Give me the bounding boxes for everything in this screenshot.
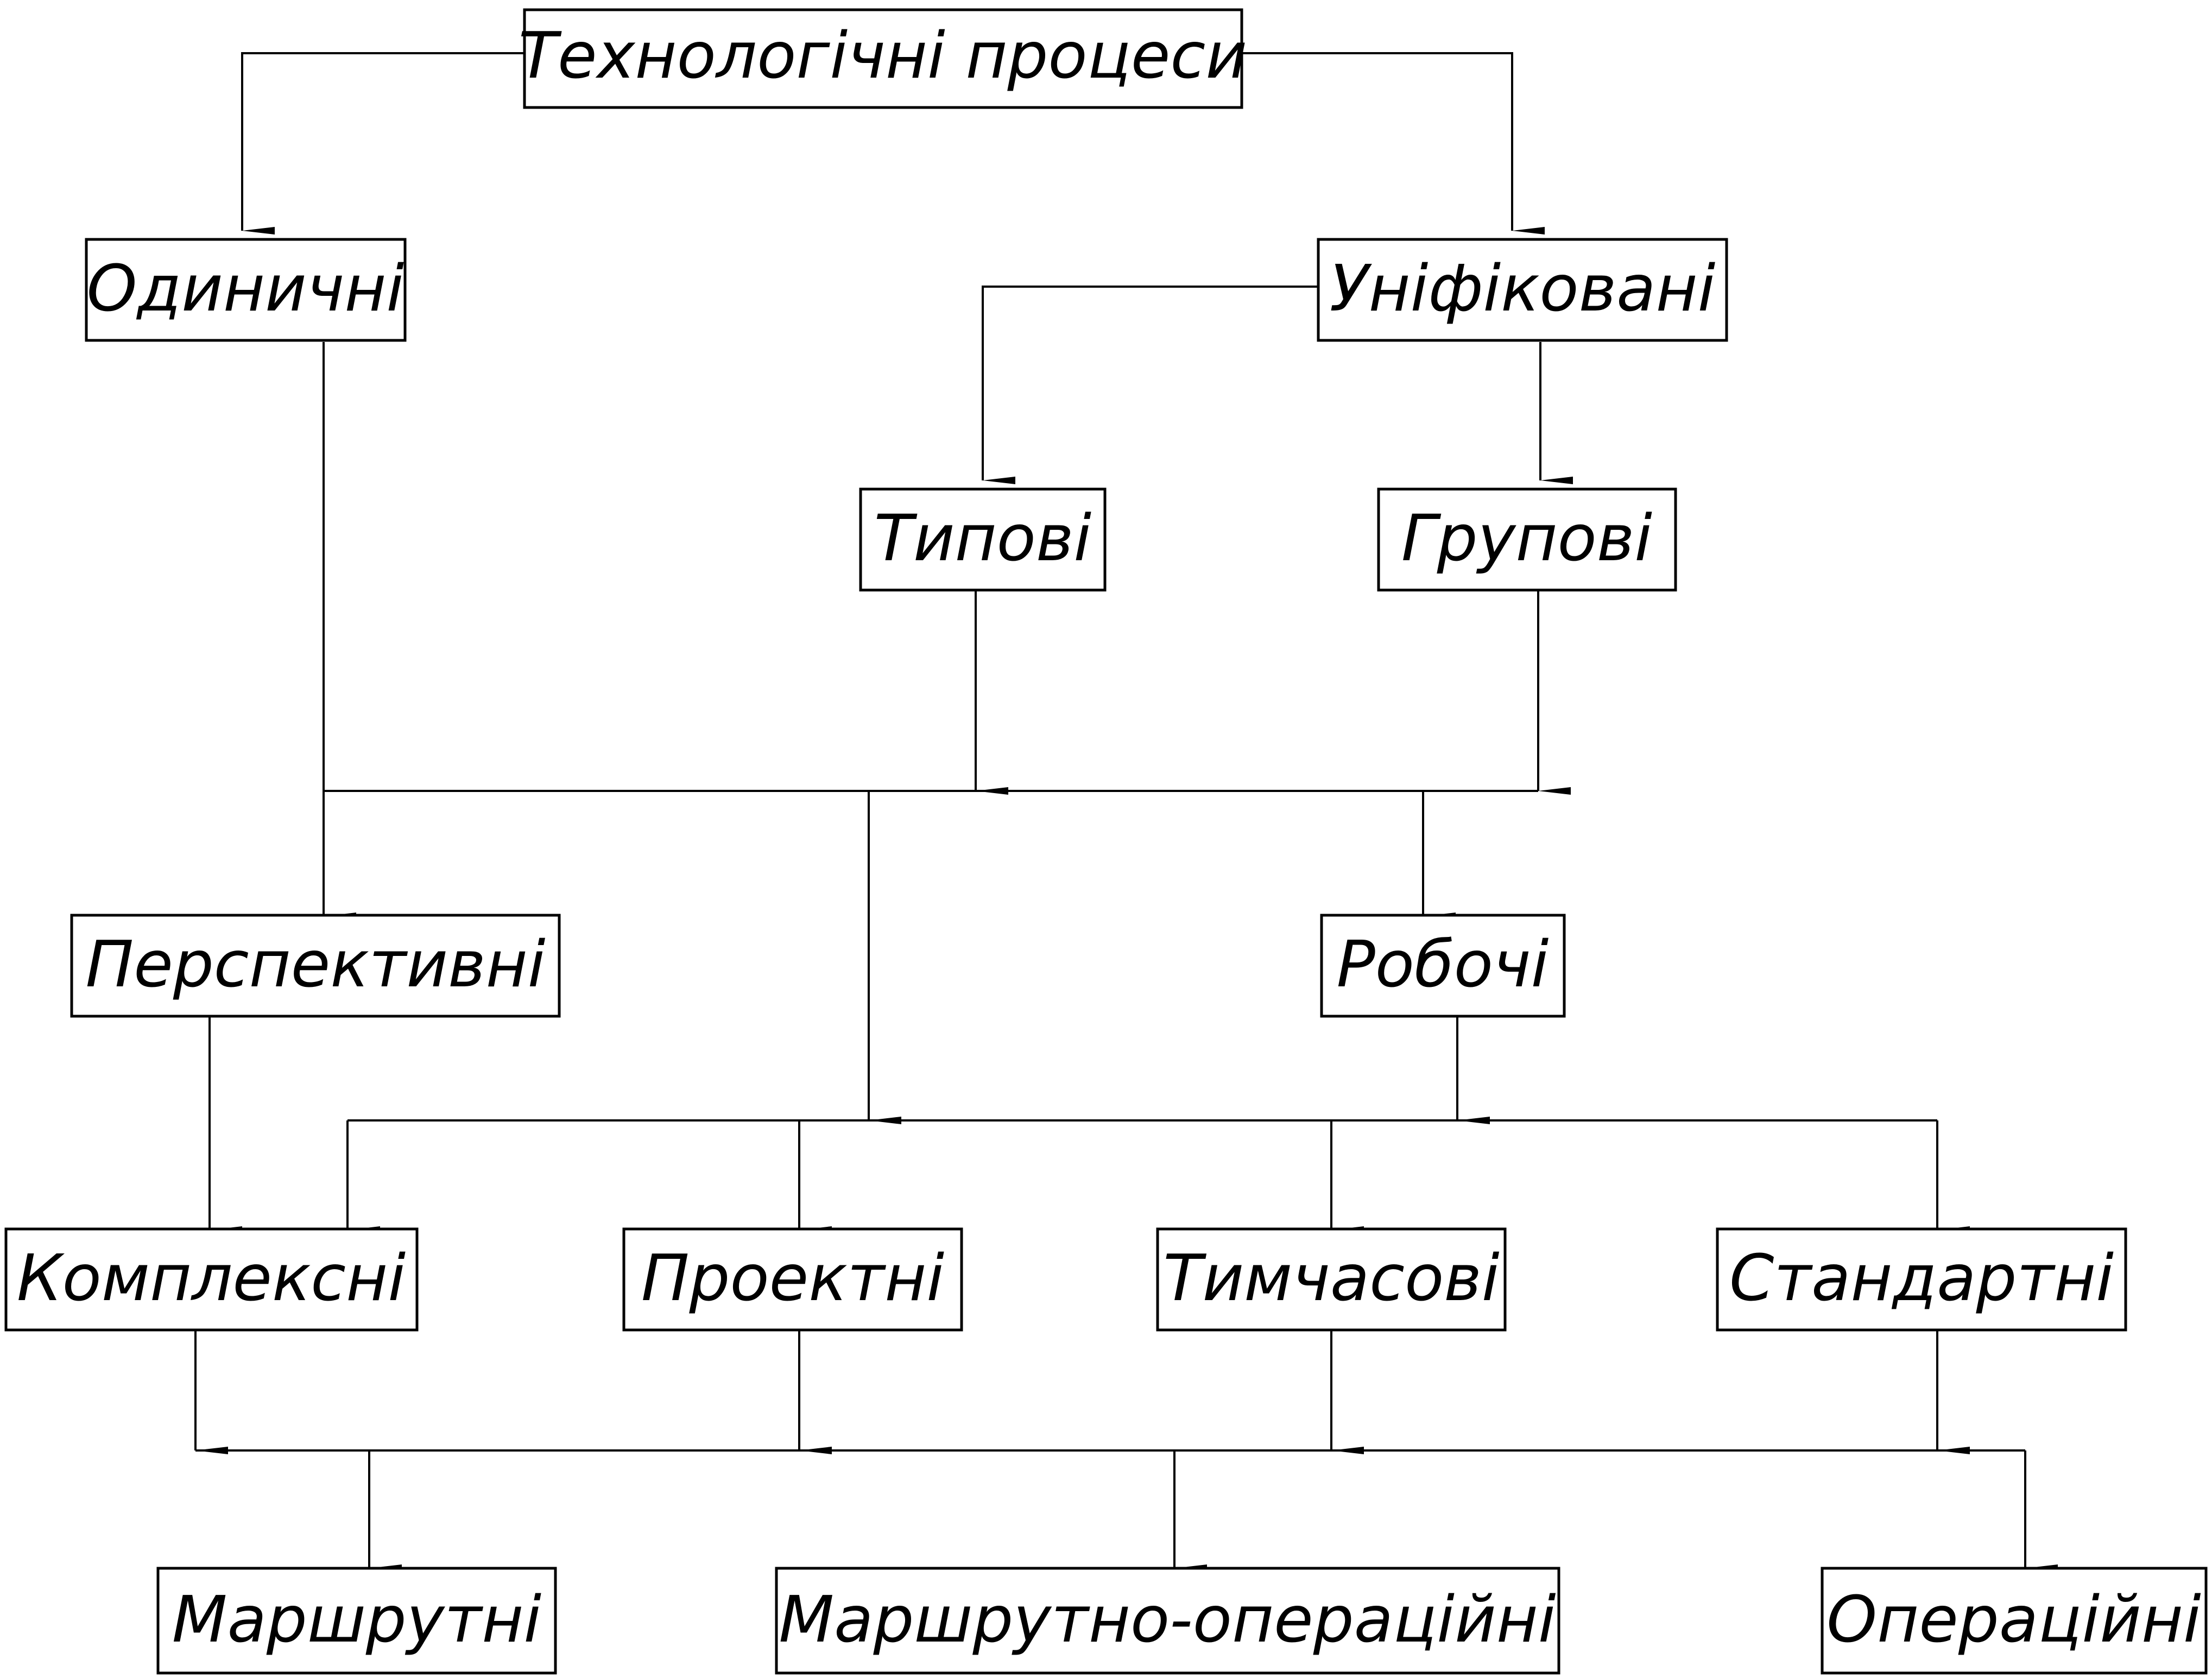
node-standard-label: Стандартні — [1729, 1240, 2114, 1315]
node-route: Маршрутні — [156, 1567, 557, 1675]
node-root-label: Технологічні процеси — [519, 18, 1247, 93]
node-route-operational: Маршрутно-операційні — [775, 1567, 1560, 1675]
node-standard: Стандартні — [1716, 1227, 2127, 1332]
node-single: Одиничні — [85, 238, 407, 342]
node-unified: Уніфіковані — [1317, 238, 1728, 342]
connector-root-single — [241, 52, 524, 235]
nodes: Технологічні процеси Одиничні Уніфікован… — [4, 8, 2208, 1675]
node-temporary: Тимчасові — [1156, 1227, 1507, 1332]
node-typical: Типові — [859, 487, 1107, 592]
node-perspective-label: Перспективні — [85, 927, 545, 1002]
node-complex: Комплексні — [4, 1227, 419, 1332]
node-operational: Операційні — [1821, 1567, 2208, 1675]
node-operational-label: Операційні — [1827, 1582, 2201, 1657]
node-perspective: Перспективні — [70, 914, 561, 1018]
node-design: Проектні — [622, 1227, 963, 1332]
node-temporary-label: Тимчасові — [1163, 1240, 1499, 1315]
node-group-label: Групові — [1401, 500, 1652, 575]
node-group: Групові — [1377, 487, 1677, 592]
connector-root-unified — [1242, 52, 1545, 235]
node-working: Робочі — [1320, 914, 1566, 1018]
node-route-operational-label: Маршрутно-операційні — [779, 1582, 1556, 1657]
node-working-label: Робочі — [1337, 927, 1549, 1002]
node-typical-label: Типові — [874, 500, 1092, 575]
node-route-label: Маршрутні — [172, 1582, 542, 1657]
node-root: Технологічні процеси — [519, 8, 1247, 109]
connectors — [194, 52, 2058, 1572]
node-unified-label: Уніфіковані — [1330, 251, 1716, 326]
connector-unified-typical — [982, 286, 1318, 484]
node-complex-label: Комплексні — [17, 1240, 406, 1315]
node-design-label: Проектні — [641, 1240, 945, 1315]
node-single-label: Одиничні — [87, 251, 405, 326]
